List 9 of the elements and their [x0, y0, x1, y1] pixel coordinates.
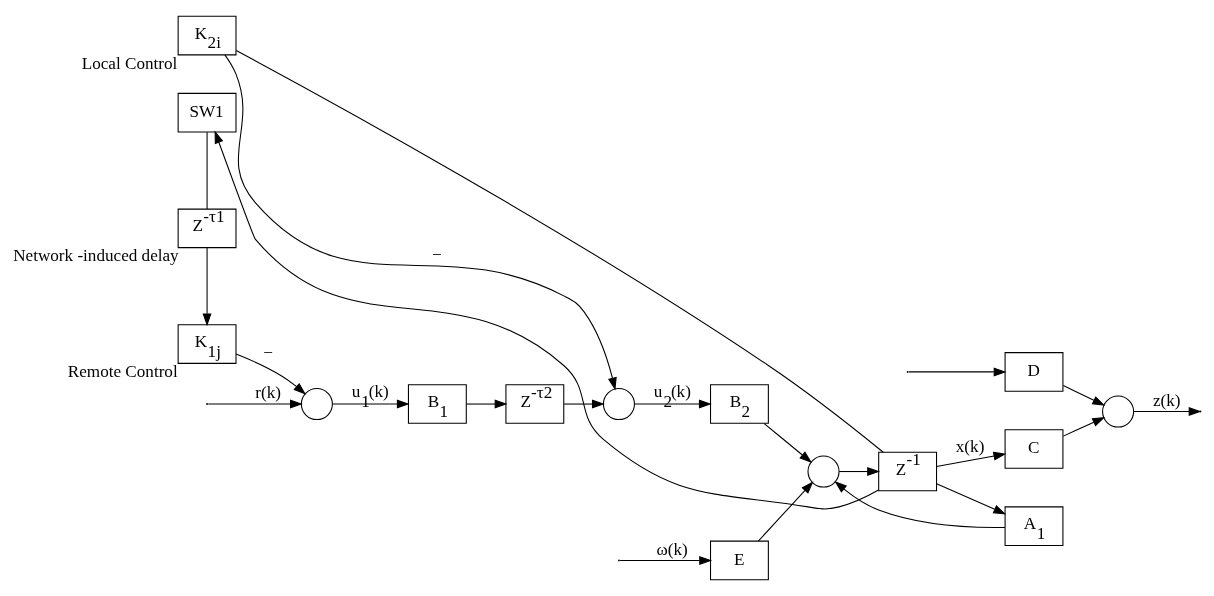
edge-label: z(k)	[1152, 390, 1181, 410]
node-label: Remote Control	[67, 362, 178, 382]
edge-label: ω(k)	[656, 539, 688, 559]
node-label: Network -induced delay	[13, 246, 179, 266]
edge-label: r(k)	[255, 383, 281, 403]
edge-label: −	[263, 342, 273, 362]
edge-label: x(k)	[955, 437, 985, 457]
edge-label: −	[432, 245, 442, 265]
node-label: Local Control	[81, 53, 178, 73]
